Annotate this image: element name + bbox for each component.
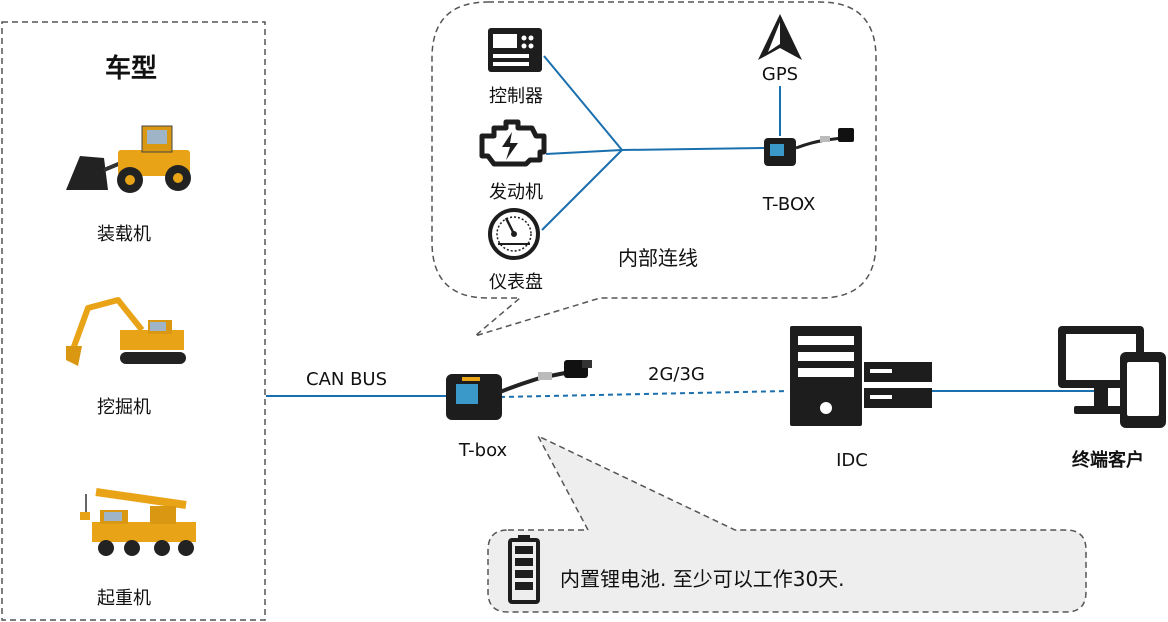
internal-tbox-device-icon bbox=[764, 128, 854, 166]
internal-wiring-label: 内部连线 bbox=[618, 246, 698, 270]
network-label: 2G/3G bbox=[648, 364, 705, 385]
idc-label: IDC bbox=[836, 450, 868, 471]
battery-note: 内置锂电池. 至少可以工作30天. bbox=[560, 567, 845, 591]
crane-truck-icon bbox=[80, 488, 196, 556]
dashboard-icon bbox=[488, 208, 540, 260]
dashboard-label: 仪表盘 bbox=[489, 272, 543, 293]
vehicle-label-crane: 起重机 bbox=[97, 588, 151, 609]
server-icon bbox=[790, 326, 932, 426]
wire-tbox bbox=[621, 147, 766, 151]
can-bus-label: CAN BUS bbox=[306, 369, 388, 390]
wire-dashboard bbox=[541, 149, 623, 231]
gps-label: GPS bbox=[761, 64, 799, 85]
internal-tbox-label: T-BOX bbox=[762, 194, 816, 215]
battery-icon bbox=[508, 535, 540, 604]
tbox-device-icon bbox=[446, 360, 592, 420]
excavator-icon bbox=[66, 297, 186, 366]
engine-icon bbox=[479, 119, 547, 167]
vehicle-panel-title: 车型 bbox=[104, 54, 158, 84]
client-label: 终端客户 bbox=[1072, 450, 1144, 471]
vehicle-label-excavator: 挖掘机 bbox=[97, 397, 151, 418]
tbox-label: T-box bbox=[458, 440, 508, 461]
client-devices-icon bbox=[1058, 326, 1166, 428]
engine-label: 发动机 bbox=[489, 182, 543, 203]
gps-icon bbox=[758, 14, 802, 60]
internal-wiring-bubble bbox=[431, 1, 877, 337]
controller-icon bbox=[488, 28, 542, 72]
wheel-loader-icon bbox=[66, 125, 191, 193]
wire-controller bbox=[543, 55, 623, 151]
battery-callout bbox=[487, 434, 1087, 613]
wire-engine bbox=[545, 149, 623, 155]
controller-label: 控制器 bbox=[489, 86, 543, 107]
vehicle-label-loader: 装载机 bbox=[97, 224, 151, 245]
vehicle-panel bbox=[1, 21, 266, 621]
network-link bbox=[499, 390, 789, 398]
